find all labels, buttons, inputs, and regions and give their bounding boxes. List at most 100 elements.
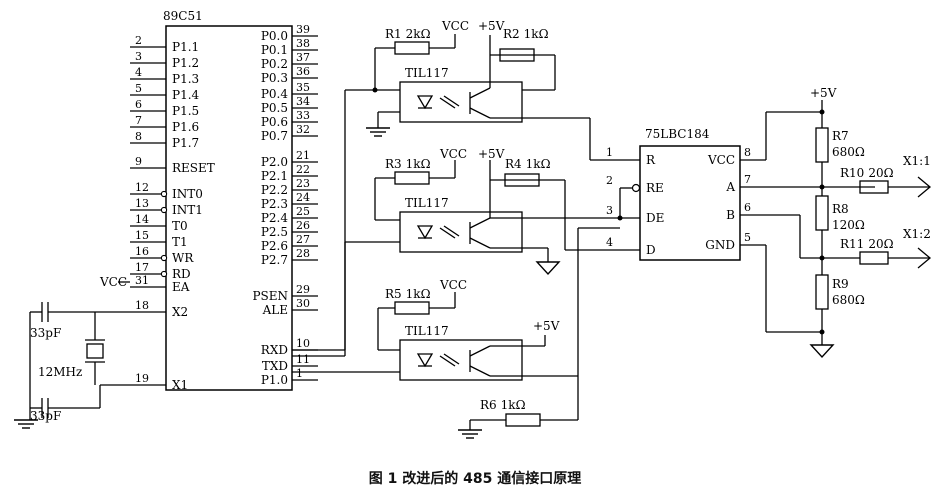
mcu-pin-p0-0: 39 P0.0: [261, 23, 318, 43]
pin-number: 6: [744, 201, 751, 214]
r6-name: R6: [480, 398, 497, 412]
pin-number: 14: [135, 213, 149, 226]
ground-symbol: [457, 429, 483, 439]
r1-name: R1: [385, 27, 402, 41]
pin-name: VCC: [707, 153, 735, 167]
pin-name: A: [725, 180, 735, 194]
mcu-pin-p1-7: 8 P1.7: [130, 130, 199, 150]
r8-name: R8: [832, 202, 849, 216]
pin-number: 7: [744, 173, 751, 186]
pin-number: 33: [296, 109, 310, 122]
pin-name: D: [646, 243, 656, 257]
pin-number: 30: [296, 297, 310, 310]
pin-name: INT0: [172, 187, 203, 201]
ea-vcc-label: VCC: [99, 275, 127, 289]
pin-name: R: [646, 153, 656, 167]
pin-number: 8: [135, 130, 142, 143]
pin-name: P2.1: [261, 169, 288, 183]
pin-name: P2.6: [261, 239, 288, 253]
optocoupler-2: TIL117: [344, 147, 640, 356]
pin-name: P0.6: [261, 115, 288, 129]
pin-number: 2: [135, 34, 142, 47]
pin-number: 19: [135, 372, 149, 385]
pin-number: 18: [135, 299, 149, 312]
r6-label: R6 1kΩ: [480, 398, 526, 412]
transceiver-pin-b: 6B: [726, 201, 751, 222]
pin-number: 16: [135, 245, 149, 258]
pin-name: P0.5: [261, 101, 288, 115]
r2-value: 1kΩ: [524, 27, 549, 41]
pin-name: DE: [646, 211, 664, 225]
mcu-pin-rd: 17 RD: [130, 261, 191, 281]
pin-number: 12: [135, 181, 149, 194]
pin-number: 11: [296, 353, 310, 366]
pin-name: RD: [172, 267, 191, 281]
mcu-right-pins: 39P0.038P0.137P0.236P0.335P0.434P0.533P0…: [252, 23, 318, 387]
pin-number: 2: [606, 174, 613, 187]
pin-number: 5: [744, 231, 751, 244]
pin-number: 8: [744, 146, 751, 159]
pin-number: 17: [135, 261, 149, 274]
transceiver-pin-d: 4D: [606, 236, 656, 257]
r8-value: 120Ω: [832, 218, 865, 232]
junction: [819, 329, 825, 335]
pin-number: 26: [296, 219, 310, 232]
mcu-pin-p2-6: 27 P2.6: [261, 233, 318, 253]
pin-name: P2.2: [261, 183, 288, 197]
pin-name: X2: [172, 305, 188, 319]
pin-number: 37: [296, 51, 310, 64]
pin-number: 10: [296, 337, 310, 350]
pin-number: 34: [296, 95, 310, 108]
pin-number: 1: [606, 146, 613, 159]
pin-name: P1.4: [172, 88, 200, 102]
figure-caption: 图 1 改进后的 485 通信接口原理: [368, 471, 582, 487]
pin-number: 4: [135, 66, 142, 79]
mcu-pin-p0-5: 34 P0.5: [261, 95, 318, 115]
bus-out-2: X1:2: [903, 227, 931, 241]
pin-name: P0.3: [261, 71, 288, 85]
r11-value: 20Ω: [868, 237, 893, 251]
pin-name: P2.3: [261, 197, 288, 211]
r5-value: 1kΩ: [406, 287, 431, 301]
pin-name: P0.0: [261, 29, 288, 43]
r1-supply: VCC: [441, 19, 469, 33]
r9-value: 680Ω: [832, 293, 865, 307]
transceiver-pin-r: 1R: [606, 146, 656, 167]
pin-name: P1.3: [172, 72, 199, 86]
junction: [819, 109, 825, 115]
junction: [819, 184, 825, 190]
pin-number: 39: [296, 23, 310, 36]
pin-number: 6: [135, 98, 142, 111]
cap2-label: 33pF: [30, 409, 61, 423]
transceiver-body: [639, 145, 741, 261]
r7-name: R7: [832, 129, 849, 143]
pin-number: 36: [296, 65, 310, 78]
pin-name: P0.4: [261, 87, 289, 101]
ground-symbol: [365, 127, 391, 137]
pin-name: P1.0: [261, 373, 288, 387]
pin-name: P0.7: [261, 129, 288, 143]
pin-number: 27: [296, 233, 310, 246]
r6-value: 1kΩ: [501, 398, 526, 412]
mcu-pin-p1-3: 4 P1.3: [130, 66, 199, 86]
pin-name: GND: [705, 238, 735, 252]
pin-name: P1.7: [172, 136, 199, 150]
r4-value: 1kΩ: [526, 157, 551, 171]
mcu-name: 89C51: [163, 9, 203, 23]
transceiver-pin-de: 3DE: [606, 204, 664, 225]
